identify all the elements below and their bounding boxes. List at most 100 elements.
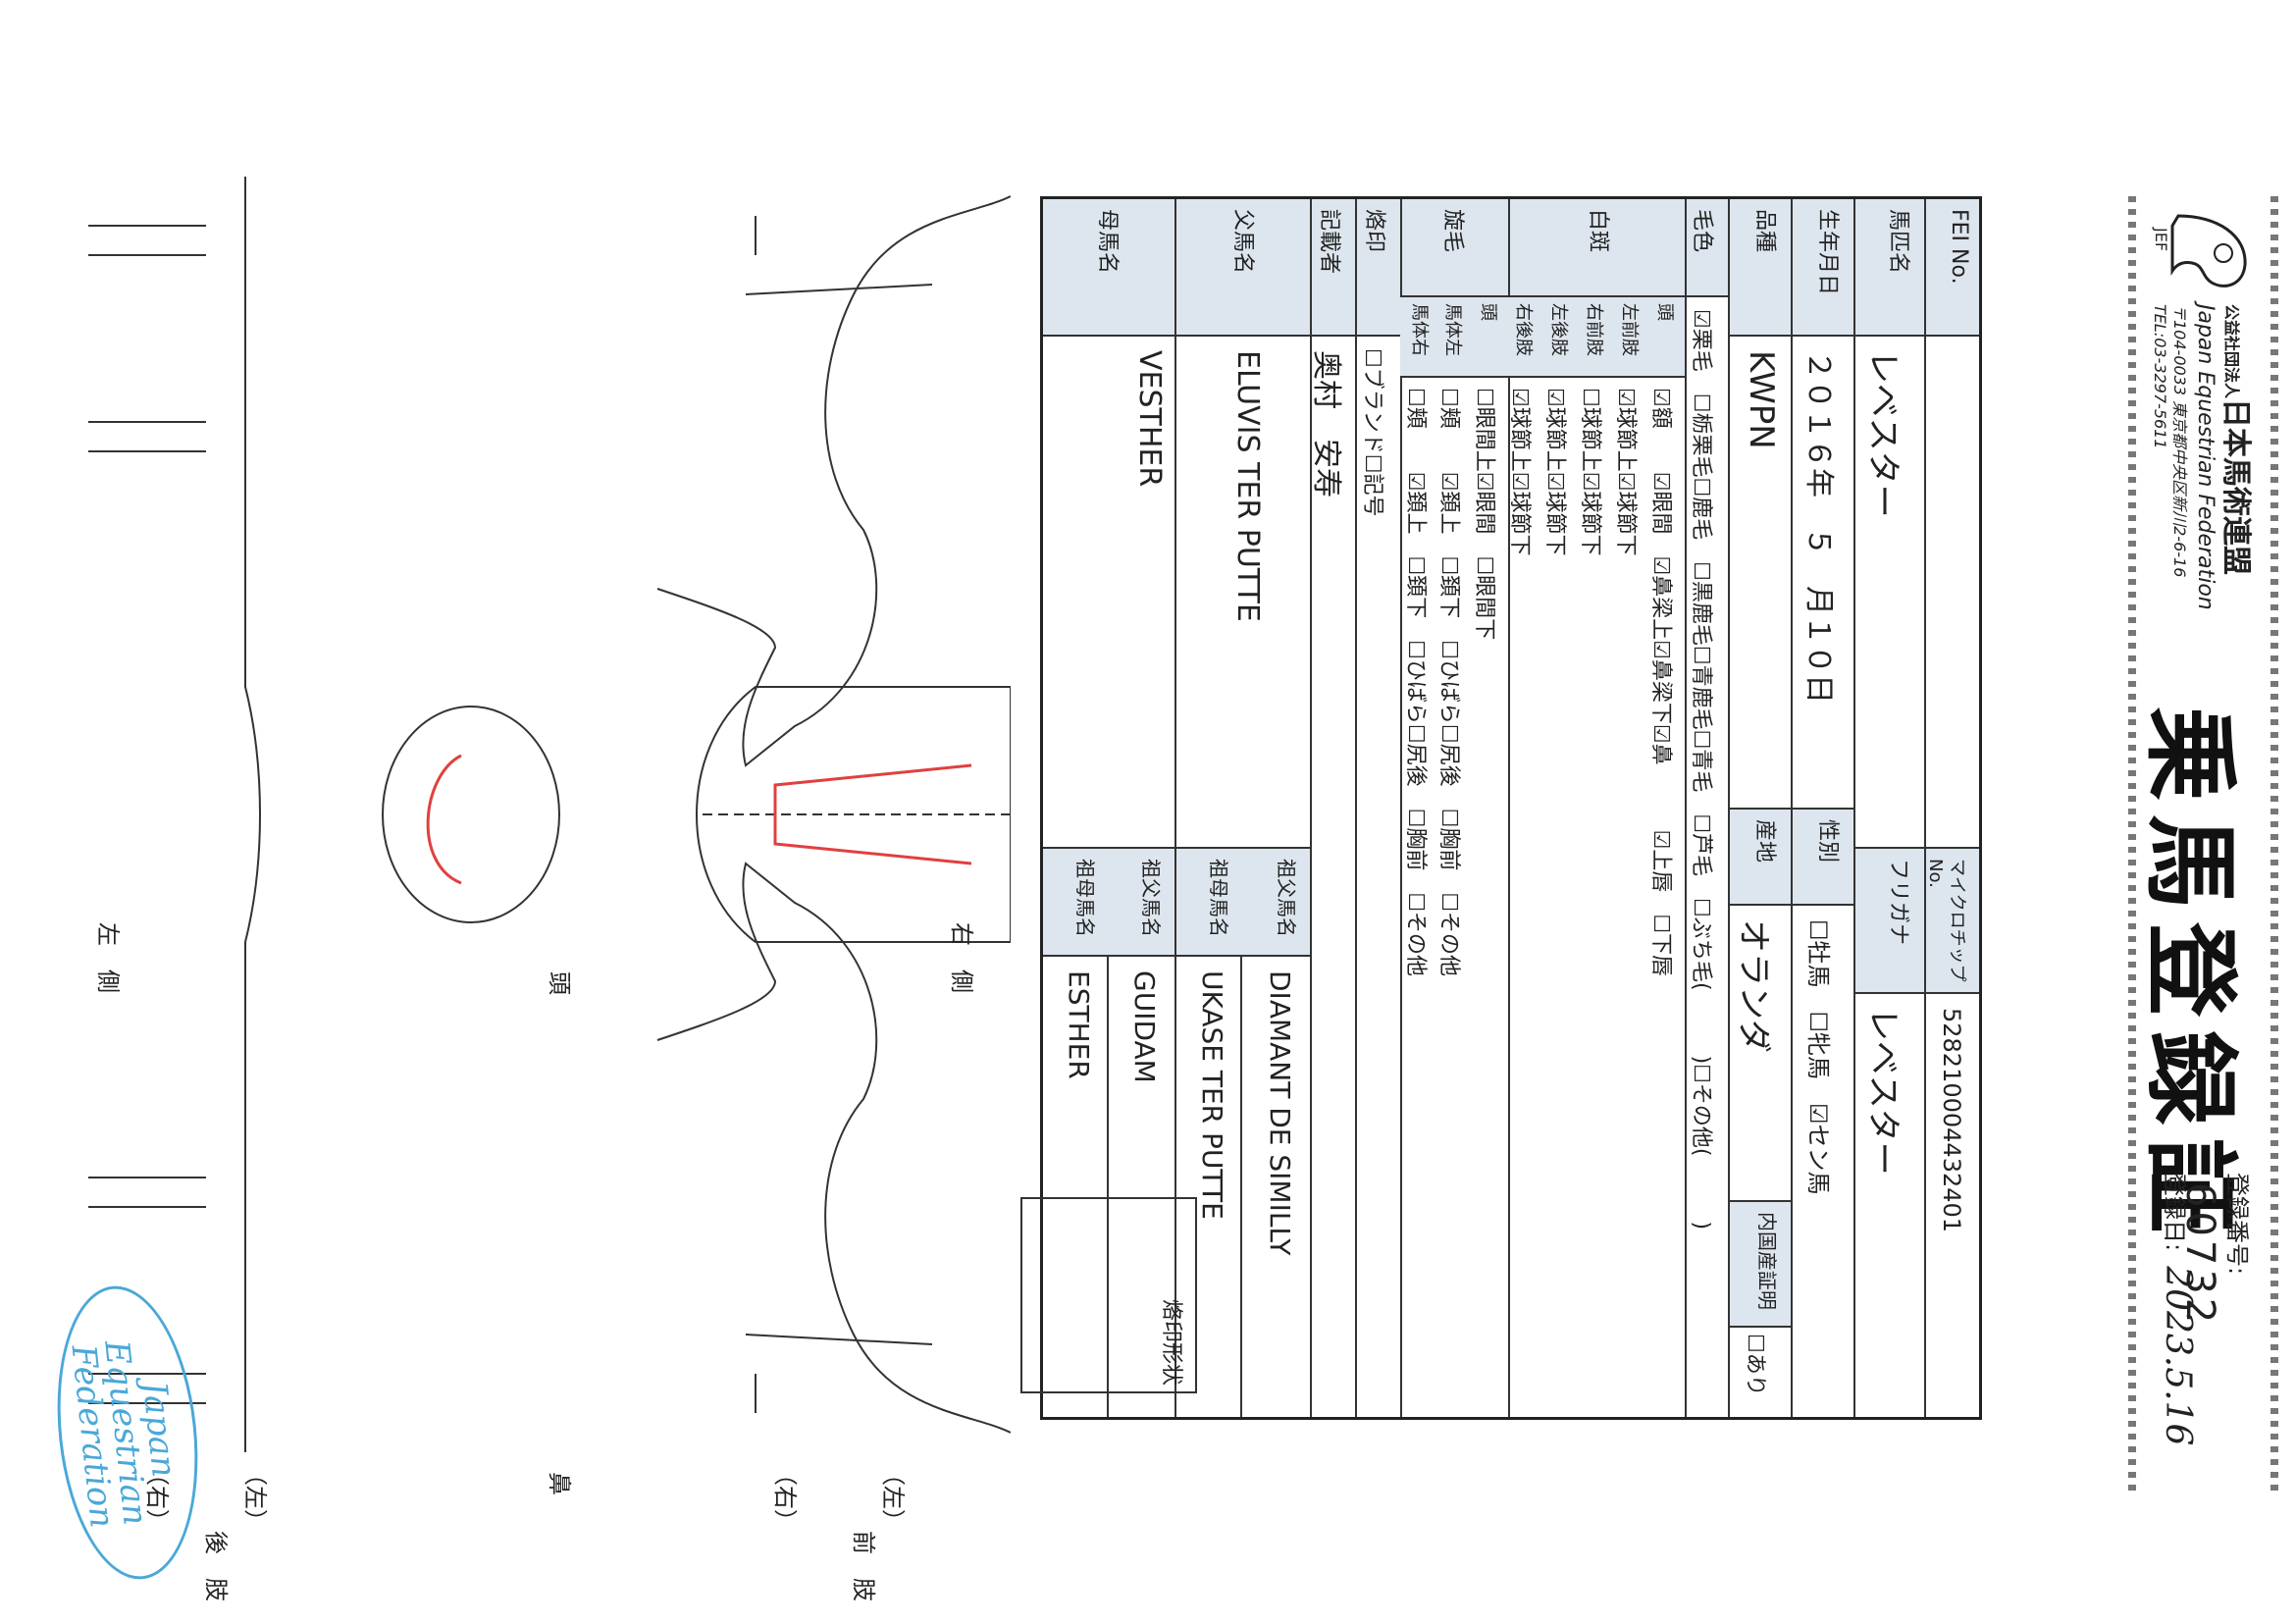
fore-right-label: （右） [771, 1462, 799, 1533]
cert-option: ☐あり [1743, 1334, 1767, 1396]
furigana-value: レベスター [1863, 1008, 1903, 1176]
org-address: 〒104-0033 東京都中央区新川2-6-16 [2170, 304, 2189, 578]
white-sub-rf: 右前肢 [1584, 303, 1604, 356]
white-sub-rh: 右後肢 [1513, 303, 1534, 356]
whorl-right-line: ☐頬 ☑頚上 ☐頚下 ☐ひばら☐尻後 ☐胸前 ☐その他 [1403, 388, 1428, 977]
row-brand: 烙印 ☐ブランド☐記号 [1355, 199, 1400, 1417]
name-label: 馬匹名 [1855, 199, 1924, 337]
origin-value: オランダ [1734, 919, 1773, 1053]
ggsire-value: GUIDAM [1128, 970, 1161, 1083]
sex-options: ☐牡馬 ☐牝馬 ☑セン馬 [1804, 919, 1832, 1195]
gsire-label: 祖父馬名 [1242, 849, 1310, 957]
right-side-horse-outline [656, 195, 1011, 767]
reg-no-label: 登録番号: [2223, 1173, 2251, 1276]
brand-options: ☐ブランド☐記号 [1360, 348, 1384, 517]
dam-label: 母馬名 [1043, 199, 1174, 337]
coat-options: ☑栗毛 ☐栃栗毛☐鹿毛 ☐黒鹿毛☐青鹿毛☐青毛 ☐芦毛 ☐ぶち毛( )☐その他(… [1689, 309, 1713, 1230]
jef-logo: JEF [2152, 206, 2257, 294]
sex-label: 性別 [1793, 808, 1853, 906]
fore-leg-right [88, 421, 206, 452]
white-sub-lh: 左後肢 [1548, 303, 1569, 356]
whorl-sub-labels: 頭 馬体左 馬体右 [1400, 297, 1508, 378]
brand-shape-box: 烙印形状 [1020, 1197, 1197, 1393]
whorl-sub-head: 頭 [1478, 303, 1498, 321]
gsire-value: DIAMANT DE SIMILLY [1264, 970, 1296, 1256]
white-lh-line: ☑球節上☑球節下 [1542, 388, 1567, 556]
gdam-label: 祖母馬名 [1176, 849, 1242, 957]
cert-label: 内国産証明 [1730, 1200, 1791, 1328]
white-rf-line: ☐球節上☑球節下 [1578, 388, 1602, 556]
hind-leg-left [88, 1177, 206, 1208]
dob-label: 生年月日 [1793, 199, 1853, 337]
org-small: 公益社団法人 [2222, 304, 2241, 399]
furigana-label: フリガナ [1855, 847, 1924, 994]
head-label: 頭 [546, 971, 573, 995]
page-title: 乗馬登録証 [2135, 707, 2245, 1246]
org-name: 公益社団法人日本馬術連盟 [2218, 304, 2261, 610]
recorder-label: 記載者 [1312, 199, 1355, 337]
microchip-label: マイクロチップNo. [1925, 847, 1979, 994]
left-side-label: 左 側 [94, 922, 122, 993]
brand-shape-label: 烙印形状 [1159, 1298, 1183, 1386]
origin-label: 産地 [1730, 808, 1791, 906]
white-head-line: ☑額 ☑眼間 ☑鼻梁上☑鼻梁下☑鼻 ☑上唇 ☐下唇 [1648, 388, 1673, 977]
nose-outline [382, 706, 560, 923]
row-recorder: 記載者 奥村 安寿 [1309, 199, 1355, 1417]
dob-value: ２０１６年 ５ 月１０日 [1801, 350, 1836, 704]
logo-text: JEF [2152, 228, 2170, 252]
fei-value [1926, 337, 1979, 847]
row-breed: 品種 KWPN 産地 オランダ 内国産証明 ☐あり [1728, 199, 1791, 1417]
org-block: 公益社団法人日本馬術連盟 Japan Equestrian Federation… [2151, 304, 2261, 610]
whorl-head-line: ☐眼間上☑眼間 ☐眼間下 [1472, 388, 1496, 641]
row-name: 馬匹名 レベスター フリガナ レベスター [1853, 199, 1924, 1417]
perforation-top [2270, 196, 2278, 1492]
row-dob: 生年月日 ２０１６年 ５ 月１０日 性別 ☐牡馬 ☐牝馬 ☑セン馬 [1791, 199, 1853, 1417]
org-tel: TEL:03-3297-5611 [2151, 304, 2169, 449]
white-sub-labels: 頭 左前肢 右前肢 左後肢 右後肢 [1508, 297, 1685, 378]
row-whorl: 旋毛 頭 馬体左 馬体右 ☐眼間上☑眼間 ☐眼間下 ☐頬 ☑頚上 ☐頚下 ☐ひば… [1400, 199, 1508, 1417]
head-top-view-outline [696, 686, 1011, 943]
hind-leg-right [88, 1373, 206, 1404]
fei-label: FEI No. [1926, 199, 1979, 337]
hind-label: 後 肢 [202, 1531, 230, 1601]
dam-value: VESTHER [1132, 350, 1167, 488]
row-white: 白斑 頭 左前肢 右前肢 左後肢 右後肢 ☑額 ☑眼間 ☑鼻梁上☑鼻梁下☑鼻 ☑… [1507, 199, 1685, 1417]
fore-left-label: （左） [879, 1462, 907, 1533]
horse-diagrams [88, 177, 1011, 1452]
horse-logo-icon [2170, 214, 2247, 288]
whorl-label: 旋毛 [1402, 199, 1508, 297]
reg-date-value: 2023.5.16 [2158, 1266, 2198, 1446]
gdam-value: UKASE TER PUTTE [1196, 970, 1228, 1220]
whorl-sub-left: 馬体左 [1442, 303, 1463, 356]
sire-value: ELUVIS TER PUTTE [1230, 350, 1265, 622]
white-label: 白斑 [1510, 199, 1685, 297]
breed-label: 品種 [1730, 199, 1791, 337]
reg-date-label: 登録日: [2161, 1173, 2188, 1252]
fore-leg-left [88, 225, 206, 256]
sire-label: 父馬名 [1176, 199, 1310, 337]
org-name-en: Japan Equestrian Federation [2193, 304, 2218, 610]
whorl-left-line: ☐頬 ☑頚上 ☐頚下 ☐ひばら☐尻後 ☐胸前 ☐その他 [1436, 388, 1461, 977]
gsire-row: 祖父馬名 DIAMANT DE SIMILLY [1240, 849, 1310, 1417]
recorder-value: 奥村 安寿 [1309, 350, 1343, 497]
hind-left-label: （左） [241, 1462, 269, 1533]
nose-marking [426, 754, 462, 885]
white-sub-lf: 左前肢 [1619, 303, 1640, 356]
nose-label: 鼻 [546, 1472, 573, 1495]
row-fei: FEI No. マイクロチップNo. 528210004432401 [1924, 199, 1979, 1417]
ggsire-label: 祖父馬名 [1109, 849, 1174, 957]
right-side-label: 右 側 [948, 922, 975, 993]
top-view-horse-outline [244, 177, 261, 1452]
brand-label: 烙印 [1357, 199, 1400, 337]
row-coat: 毛色 ☑栗毛 ☐栃栗毛☐鹿毛 ☐黒鹿毛☐青鹿毛☐青毛 ☐芦毛 ☐ぶち毛( )☐そ… [1685, 199, 1728, 1417]
coat-label: 毛色 [1687, 199, 1728, 297]
microchip-value: 528210004432401 [1938, 1008, 1965, 1233]
whorl-sub-right: 馬体右 [1409, 303, 1430, 356]
reg-date-block: 登録日: 2023.5.16 [2158, 1173, 2198, 1447]
white-rh-line: ☑球節上☑球節下 [1507, 388, 1532, 556]
fore-label: 前 肢 [850, 1531, 877, 1601]
white-lf-line: ☑球節上☑球節下 [1613, 388, 1638, 556]
blaze-marking [773, 763, 972, 865]
ggdam-label: 祖母馬名 [1043, 849, 1109, 957]
breed-value: KWPN [1742, 350, 1781, 449]
